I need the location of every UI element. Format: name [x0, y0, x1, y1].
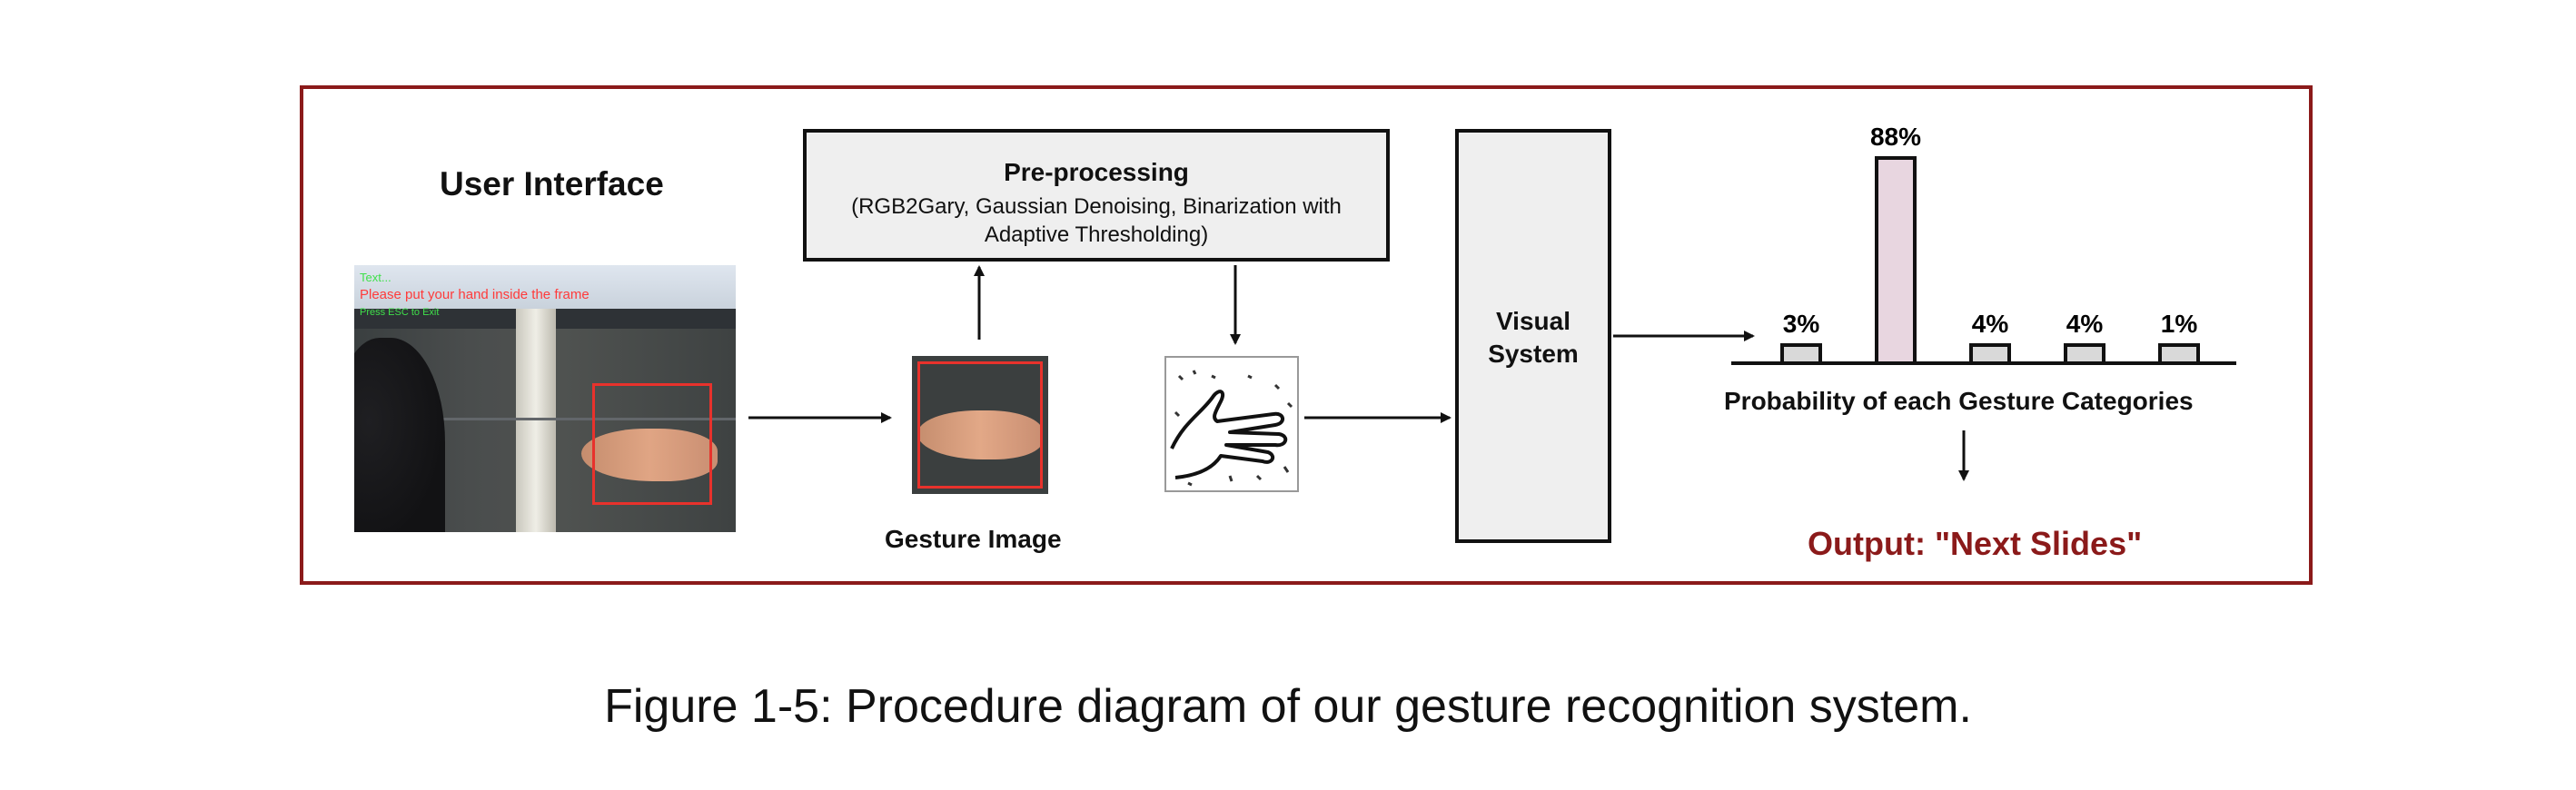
probability-bar — [1875, 156, 1917, 365]
probability-bar — [2158, 343, 2200, 365]
camera-view-image: Text... Please put your hand inside the … — [354, 265, 736, 532]
probability-bar — [1780, 343, 1822, 365]
figure-caption: Figure 1-5: Procedure diagram of our ges… — [604, 680, 1972, 733]
overlay-status-text: Text... — [360, 271, 391, 284]
bar-value-label: 4% — [1972, 310, 2009, 338]
bar-value-label: 88% — [1870, 123, 1921, 151]
pillar — [516, 309, 556, 532]
preprocessing-subtitle-1: (RGB2Gary, Gaussian Denoising, Binarizat… — [851, 194, 1342, 219]
hand — [581, 429, 718, 481]
preprocessing-box: Pre-processing (RGB2Gary, Gaussian Denoi… — [803, 129, 1390, 262]
gesture-image — [912, 356, 1048, 494]
hand-detection-box — [917, 361, 1043, 489]
person-silhouette — [354, 338, 445, 532]
diagram-frame — [300, 85, 2313, 585]
overlay-exit-text: Press ESC to Exit — [360, 307, 440, 318]
bar-value-label: 4% — [2066, 310, 2104, 338]
overlay-instruction-text: Please put your hand inside the frame — [360, 287, 590, 302]
user-interface-title: User Interface — [440, 165, 664, 202]
bar-value-label: 3% — [1783, 310, 1820, 338]
preprocessing-title: Pre-processing — [1004, 158, 1189, 186]
bar-value-label: 1% — [2161, 310, 2198, 338]
visual-system-line1: Visual — [1496, 307, 1570, 335]
probability-bar — [2064, 343, 2105, 365]
probability-bar — [1969, 343, 2011, 365]
probability-label: Probability of each Gesture Categories — [1724, 387, 2194, 415]
visual-system-box: Visual System — [1455, 129, 1611, 543]
hand-detection-box — [592, 383, 712, 505]
gesture-image-label: Gesture Image — [885, 525, 1062, 553]
ceiling — [354, 265, 736, 309]
hand — [917, 410, 1043, 459]
binarized-hand-image — [1164, 356, 1299, 492]
wall-line — [354, 418, 736, 420]
visual-system-line2: System — [1488, 340, 1579, 368]
binarized-hand-sketch — [1170, 370, 1293, 487]
output-label: Output: "Next Slides" — [1808, 525, 2143, 562]
preprocessing-subtitle-2: Adaptive Thresholding) — [984, 222, 1209, 247]
probability-bar-chart: 3% 88% 4% 4% 1% — [1731, 123, 2236, 365]
